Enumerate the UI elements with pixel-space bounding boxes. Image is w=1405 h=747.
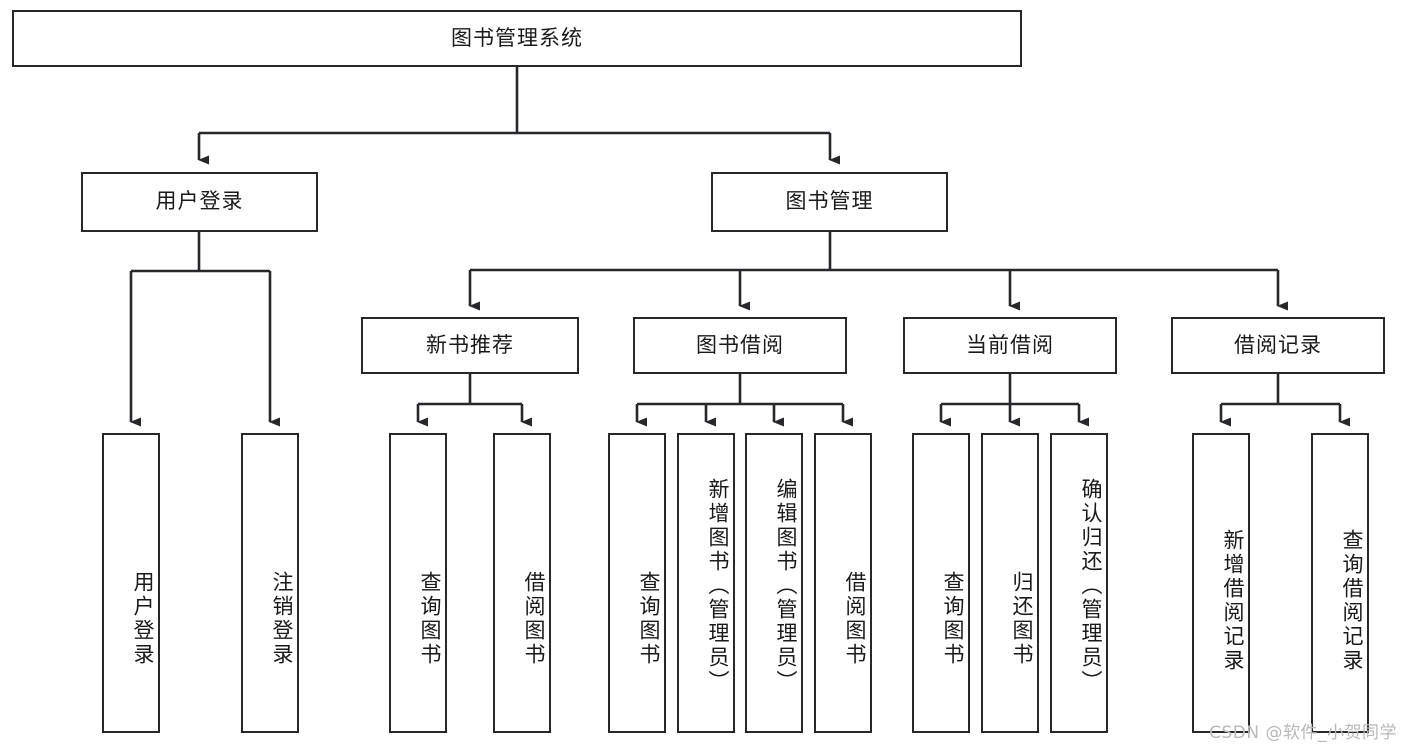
- node-user-login-label: 用户登录: [155, 189, 244, 214]
- node-book-borrow[interactable]: 图书借阅: [633, 317, 847, 374]
- node-book-manage-label: 图书管理: [785, 189, 874, 214]
- node-leaf-return-book-label: 归还图书: [1010, 571, 1034, 667]
- node-leaf-add-book-label: 新增图书（管理员）: [706, 478, 730, 694]
- node-leaf-user-login-label: 用户登录: [131, 571, 155, 667]
- node-current-borrow[interactable]: 当前借阅: [903, 317, 1117, 374]
- node-leaf-borrow-book-1[interactable]: 借阅图书: [493, 433, 551, 733]
- node-new-book-rec-label: 新书推荐: [426, 332, 514, 357]
- node-leaf-query-book-2-label: 查询图书: [637, 571, 661, 667]
- csdn-watermark: CSDN @软件_小贺同学: [1209, 723, 1397, 743]
- node-leaf-query-book-3-label: 查询图书: [941, 571, 965, 667]
- node-leaf-query-book-1[interactable]: 查询图书: [389, 433, 447, 733]
- node-leaf-confirm-return[interactable]: 确认归还（管理员）: [1050, 433, 1108, 733]
- node-leaf-query-record[interactable]: 查询借阅记录: [1311, 433, 1369, 733]
- node-leaf-query-book-3[interactable]: 查询图书: [912, 433, 970, 733]
- node-root-label: 图书管理系统: [451, 25, 583, 50]
- node-leaf-edit-book-label: 编辑图书（管理员）: [774, 478, 798, 694]
- node-current-borrow-label: 当前借阅: [966, 332, 1054, 357]
- node-leaf-add-book[interactable]: 新增图书（管理员）: [677, 433, 735, 733]
- node-leaf-query-book-1-label: 查询图书: [418, 571, 442, 667]
- node-leaf-logout[interactable]: 注销登录: [241, 433, 299, 733]
- node-leaf-logout-label: 注销登录: [270, 571, 294, 667]
- node-user-login[interactable]: 用户登录: [81, 172, 318, 232]
- node-leaf-add-record-label: 新增借阅记录: [1221, 529, 1245, 673]
- node-new-book-rec[interactable]: 新书推荐: [361, 317, 579, 374]
- node-leaf-query-record-label: 查询借阅记录: [1340, 529, 1364, 673]
- node-leaf-query-book-2[interactable]: 查询图书: [608, 433, 666, 733]
- node-leaf-edit-book[interactable]: 编辑图书（管理员）: [745, 433, 803, 733]
- node-borrow-record[interactable]: 借阅记录: [1171, 317, 1385, 374]
- node-leaf-return-book[interactable]: 归还图书: [981, 433, 1039, 733]
- node-book-borrow-label: 图书借阅: [696, 332, 784, 357]
- node-leaf-user-login[interactable]: 用户登录: [102, 433, 160, 733]
- node-borrow-record-label: 借阅记录: [1234, 332, 1322, 357]
- node-book-manage[interactable]: 图书管理: [711, 172, 948, 232]
- node-leaf-confirm-return-label: 确认归还（管理员）: [1079, 478, 1103, 694]
- node-leaf-add-record[interactable]: 新增借阅记录: [1192, 433, 1250, 733]
- node-leaf-borrow-book-2[interactable]: 借阅图书: [814, 433, 872, 733]
- node-leaf-borrow-book-1-label: 借阅图书: [522, 571, 546, 667]
- node-root[interactable]: 图书管理系统: [12, 10, 1022, 67]
- node-leaf-borrow-book-2-label: 借阅图书: [843, 571, 867, 667]
